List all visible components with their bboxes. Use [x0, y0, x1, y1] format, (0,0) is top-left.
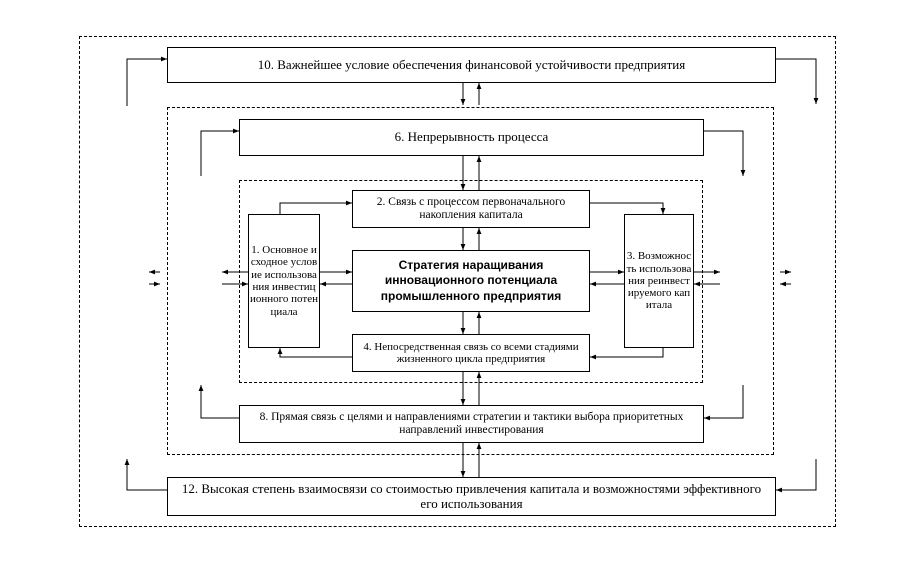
- link-1-2: [279, 200, 352, 214]
- loop-12-right: [776, 459, 817, 493]
- box-10-label: 10. Важнейшее условие обеспечения финанс…: [257, 56, 686, 72]
- link-2-3: [590, 202, 666, 214]
- box-12: 12. Высокая степень взаимосвязи со стоим…: [167, 477, 776, 516]
- box-10: 10. Важнейшее условие обеспечения финанс…: [167, 47, 776, 83]
- loop-8-right: [704, 385, 744, 421]
- box-8-label: 8. Прямая связь с целями и направлениями…: [259, 411, 684, 436]
- loop-6-left: [200, 128, 239, 176]
- inner-frame: [239, 180, 703, 383]
- box-6-label: 6. Непрерывность процесса: [394, 129, 549, 145]
- box-3-label: 3. Возможность использования реинвестиру…: [626, 250, 692, 312]
- box-1: 1. Основное исходное условие использован…: [248, 214, 320, 348]
- outer-frame: [79, 36, 836, 527]
- loop-6-right: [704, 130, 746, 176]
- box-6: 6. Непрерывность процесса: [239, 119, 704, 156]
- box-3: 3. Возможность использования реинвестиру…: [624, 214, 694, 348]
- loop-10-right: [776, 58, 819, 104]
- box-1-label: 1. Основное исходное условие использован…: [250, 244, 318, 318]
- link-3-4: [590, 348, 664, 360]
- box-2: 2. Связь с процессом первоначального нак…: [352, 190, 590, 228]
- box-4-label: 4. Непосредственная связь со всеми стади…: [363, 340, 579, 365]
- link-4-1: [277, 348, 352, 358]
- box-8: 8. Прямая связь с целями и направлениями…: [239, 405, 704, 443]
- middle-frame: [167, 107, 774, 455]
- box-center-strategy: Стратегия наращивания инновационного пот…: [352, 250, 590, 312]
- center-label: Стратегия наращивания инновационного пот…: [380, 257, 562, 303]
- box-12-label: 12. Высокая степень взаимосвязи со стоим…: [181, 480, 762, 511]
- box-2-label: 2. Связь с процессом первоначального нак…: [376, 196, 566, 221]
- loop-8-left: [198, 385, 239, 419]
- loop-12-left: [124, 459, 167, 491]
- box-4: 4. Непосредственная связь со всеми стади…: [352, 334, 590, 372]
- loop-10-left: [126, 56, 167, 106]
